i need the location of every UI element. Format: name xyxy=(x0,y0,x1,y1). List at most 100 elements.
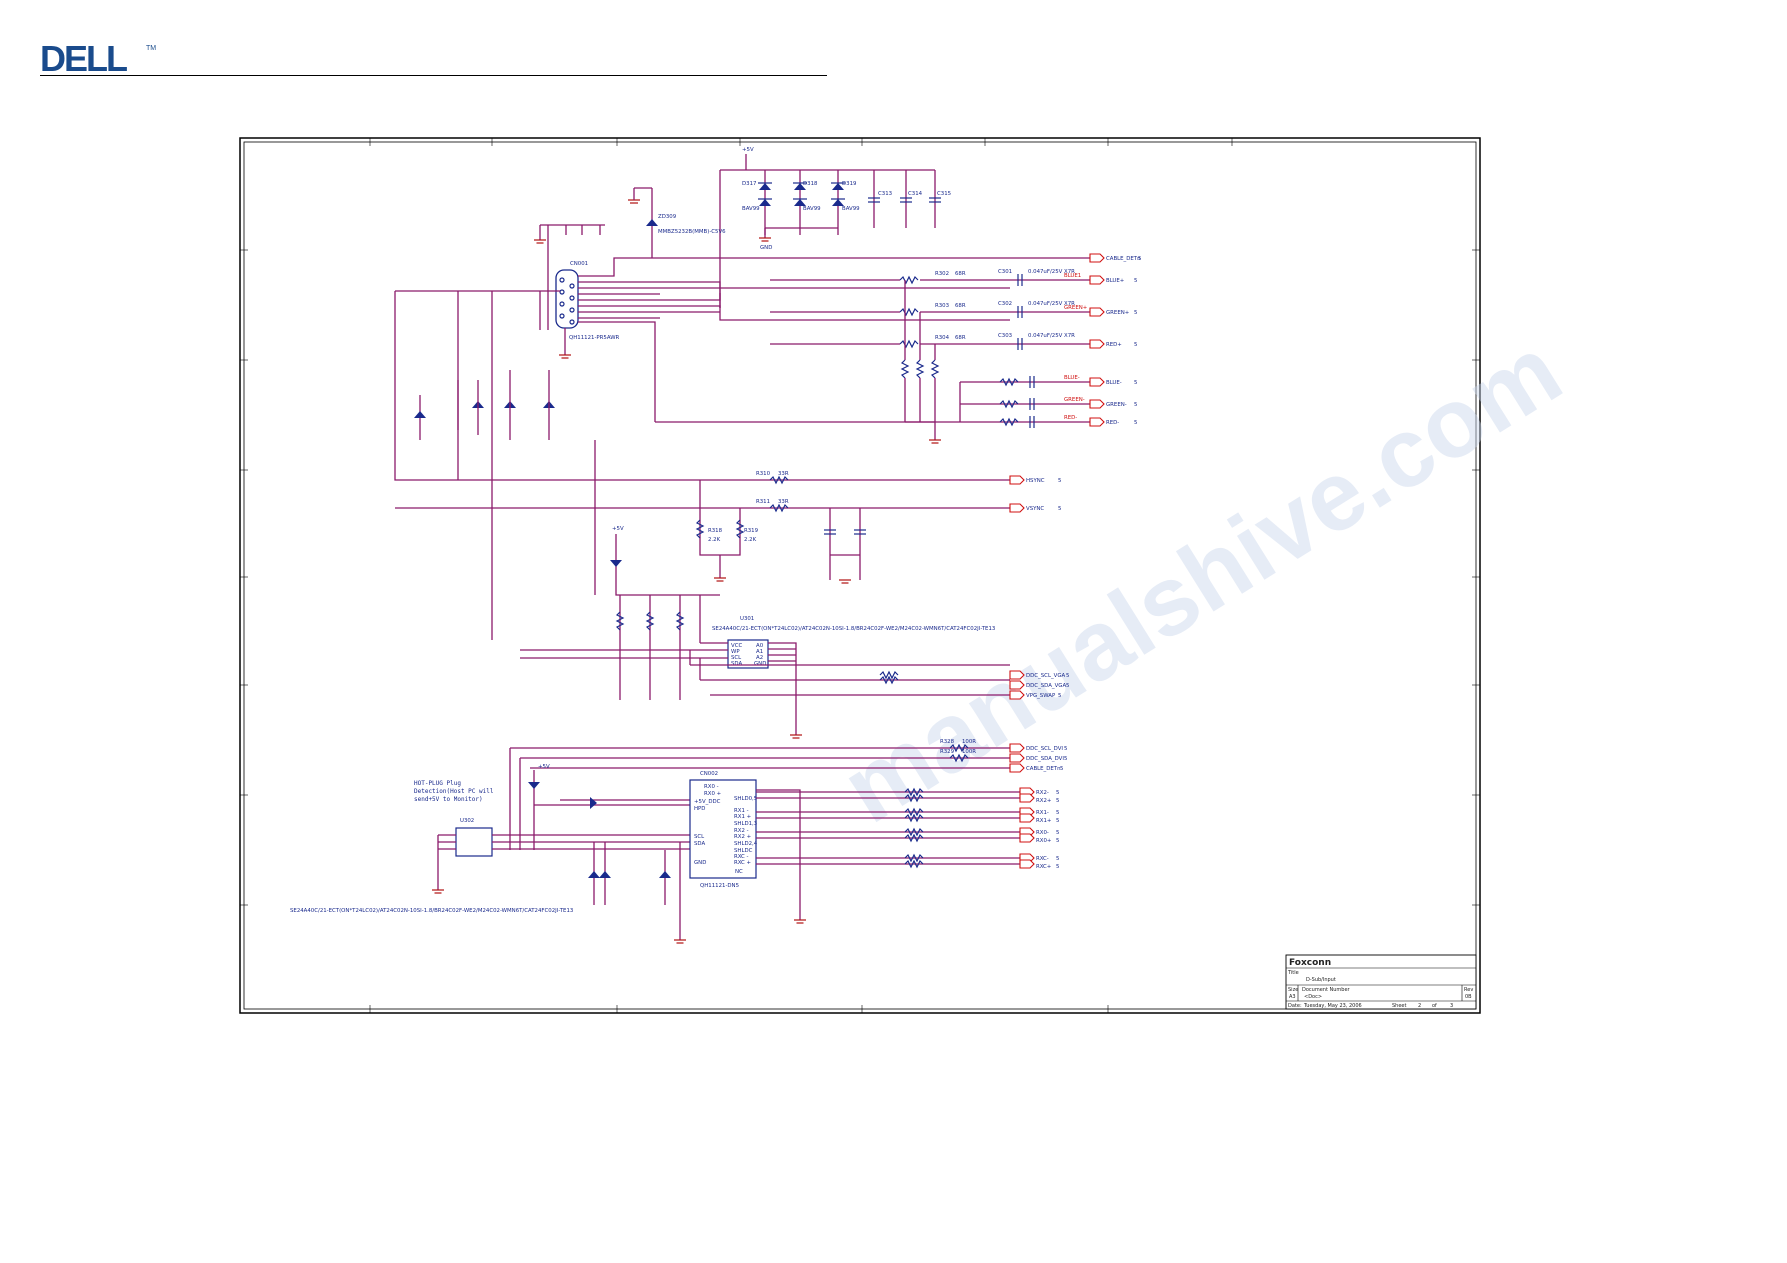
cn001-ref: CN001 xyxy=(570,261,588,267)
rgb-chain: R302 68R R303 68R R304 68R C301 0.047uF/… xyxy=(770,269,1090,444)
hotplug-note-line3: send+5V to Monitor) xyxy=(414,796,483,803)
cn002-pin-rxcn: RXC - xyxy=(734,854,749,860)
frame-outer xyxy=(239,137,1481,1014)
net-ddc-scl-vga: DDC_SCL_VGA xyxy=(1026,673,1066,679)
r311-val: 33R xyxy=(778,499,789,505)
sync-lines: R310 33R R311 33R HSYNC 5 VSYNC 5 R318 2… xyxy=(395,471,1061,584)
cn002-pin-rxcp: RXC + xyxy=(734,860,751,866)
net-ddc-sda-vga-page: 5 xyxy=(1066,683,1069,689)
c301-val: 0.047uF/25V X7R xyxy=(1028,269,1075,275)
net-blue-plus: BLUE+ xyxy=(1106,278,1124,284)
c302-val: 0.047uF/25V X7R xyxy=(1028,301,1075,307)
net-rx1n-page: 5 xyxy=(1056,810,1059,816)
net-red-minus-red: RED- xyxy=(1064,415,1077,421)
hotplug-note: HOT-PLUG Plug Detection(Host PC will sen… xyxy=(414,780,494,803)
tb-company: Foxconn xyxy=(1289,958,1331,968)
net-ddc-sda-dvi-page: 5 xyxy=(1064,756,1067,762)
tb-of: 3 xyxy=(1450,1003,1453,1009)
frame-ticks xyxy=(240,138,1480,1013)
zener-zd309: ZD309 MMBZ5232B(MMB)-C5V6 xyxy=(628,187,726,258)
tb-sheet: 2 xyxy=(1418,1003,1421,1009)
zd309-ref: ZD309 xyxy=(658,214,677,220)
net-green-plus-page: 5 xyxy=(1134,310,1137,316)
diode-d318: D318 BAV99 xyxy=(793,170,821,235)
net-ddc-scl-vga-page: 5 xyxy=(1066,673,1069,679)
c303-val: 0.047uF/25V X7R xyxy=(1028,333,1075,339)
r304-ref: R304 xyxy=(935,335,950,341)
r329-ref: R329 xyxy=(940,749,955,755)
net-vpg-swap-page: 5 xyxy=(1058,693,1061,699)
u301-pin-sda: SDA xyxy=(731,661,742,667)
d319-ref: D319 xyxy=(842,181,857,187)
tmds-lines: RX2- 5 RX2+ 5 RX1- 5 RX1+ 5 RX0- 5 RX0+ … xyxy=(756,787,1059,870)
cn001-part: QH11121-PR5AWR xyxy=(569,335,620,341)
net-green-plus: GREEN+ xyxy=(1106,310,1129,316)
r319-ref: R319 xyxy=(744,528,759,534)
ports-ddc-vga: DDC_SCL_VGA 5 DDC_SDA_VGA 5 VPG_SWAP 5 xyxy=(879,670,1069,700)
r303-ref: R303 xyxy=(935,303,949,309)
u301-ref: U301 xyxy=(740,616,754,622)
net-blue-minus: BLUE- xyxy=(1106,380,1122,386)
r302-val: 68R xyxy=(955,271,966,277)
connector-cn002: CN002 QH11121-DN5 +5V_DDC HPD SCL SDA NC… xyxy=(689,771,806,924)
ports-top: CABLE_DETn 5 BLUE+ 5 BLUE1 GREEN+ 5 GREE… xyxy=(1064,253,1141,427)
diode-d317: D317 BAV99 xyxy=(742,170,772,235)
cn002-pin-rx2n: RX2 - xyxy=(734,828,749,834)
tb-rev-label: Rev xyxy=(1464,987,1473,993)
net-hsync-page: 5 xyxy=(1058,478,1061,484)
u301-pin-a2: A2 xyxy=(756,655,763,661)
net-ddc-scl-dvi: DDC_SCL_DVI xyxy=(1026,746,1063,752)
rgb-neg xyxy=(655,376,1090,428)
cn002-pin-shld05: SHLD0,5 xyxy=(734,796,757,802)
tb-date-label: Date: xyxy=(1288,1003,1302,1009)
tb-size: A3 xyxy=(1289,994,1296,1000)
net-rx2n: RX2- xyxy=(1036,790,1049,796)
gnd-diodes-label: GND xyxy=(760,245,772,251)
r310-ref: R310 xyxy=(756,471,771,477)
u301-pin-vcc: VCC xyxy=(731,643,742,649)
net-rx1p: RX1+ xyxy=(1036,818,1051,824)
u301-pin-gnd: GND xyxy=(754,661,766,667)
net-red-minus: RED- xyxy=(1106,420,1119,426)
r318-val: 2.2K xyxy=(708,537,721,543)
c314-ref: C314 xyxy=(908,191,923,197)
c303-ref: C303 xyxy=(998,333,1012,339)
cn002-pin-shld24: SHLD2,4 xyxy=(734,841,758,847)
u301-pin-a0: A0 xyxy=(756,643,764,649)
r302-ref: R302 xyxy=(935,271,949,277)
watermark: manualshive.com xyxy=(823,314,1579,843)
r310-val: 33R xyxy=(778,471,789,477)
tb-size-label: Size xyxy=(1288,987,1298,993)
net-rx0n: RX0- xyxy=(1036,830,1049,836)
net-cable-detn-dvi-page: 5 xyxy=(1060,766,1063,772)
tb-doc-label: Document Number xyxy=(1302,987,1351,993)
net-vsync-page: 5 xyxy=(1058,506,1061,512)
net-blue-minus-red: BLUE- xyxy=(1064,375,1080,381)
tb-sheet-label: Sheet xyxy=(1392,1003,1406,1009)
u301-part: SE24A40C/21-ECT(ON*T24LC02)/AT24C02N-10S… xyxy=(712,626,995,632)
net-rx2n-page: 5 xyxy=(1056,790,1059,796)
r311-ref: R311 xyxy=(756,499,770,505)
tb-of-label: of xyxy=(1432,1003,1437,1009)
r329-val: 100R xyxy=(962,749,976,755)
cn002-left-pin-gnd: GND xyxy=(694,860,706,866)
hotplug-note-line2: Detection(Host PC will xyxy=(414,788,494,795)
r303-val: 68R xyxy=(955,303,966,309)
eeprom-u302: U302 SE24A40C/21-ECT(ON*T24LC02)/AT24C02… xyxy=(290,818,690,914)
net-green-minus-page: 5 xyxy=(1134,402,1137,408)
u301-pin-scl: SCL xyxy=(731,655,741,661)
tb-date: Tuesday, May 23, 2006 xyxy=(1303,1003,1362,1009)
supply-eeprom-label: +5V xyxy=(612,526,624,532)
eeprom-u301: U301 SE24A40C/21-ECT(ON*T24LC02)/AT24C02… xyxy=(712,616,995,739)
net-rx2p: RX2+ xyxy=(1036,798,1051,804)
caps-top: C313 C314 C315 xyxy=(868,170,951,228)
net-red-plus-page: 5 xyxy=(1134,342,1137,348)
frame-inner xyxy=(243,141,1477,1010)
cn002-pin-rx2p: RX2 + xyxy=(734,834,751,840)
u301-pin-wp: WP xyxy=(731,649,740,655)
r318-ref: R318 xyxy=(708,528,723,534)
net-rxcp: RXC+ xyxy=(1036,864,1051,870)
net-blue-plus-page: 5 xyxy=(1134,278,1137,284)
diode-d319: D319 BAV99 xyxy=(831,170,860,235)
